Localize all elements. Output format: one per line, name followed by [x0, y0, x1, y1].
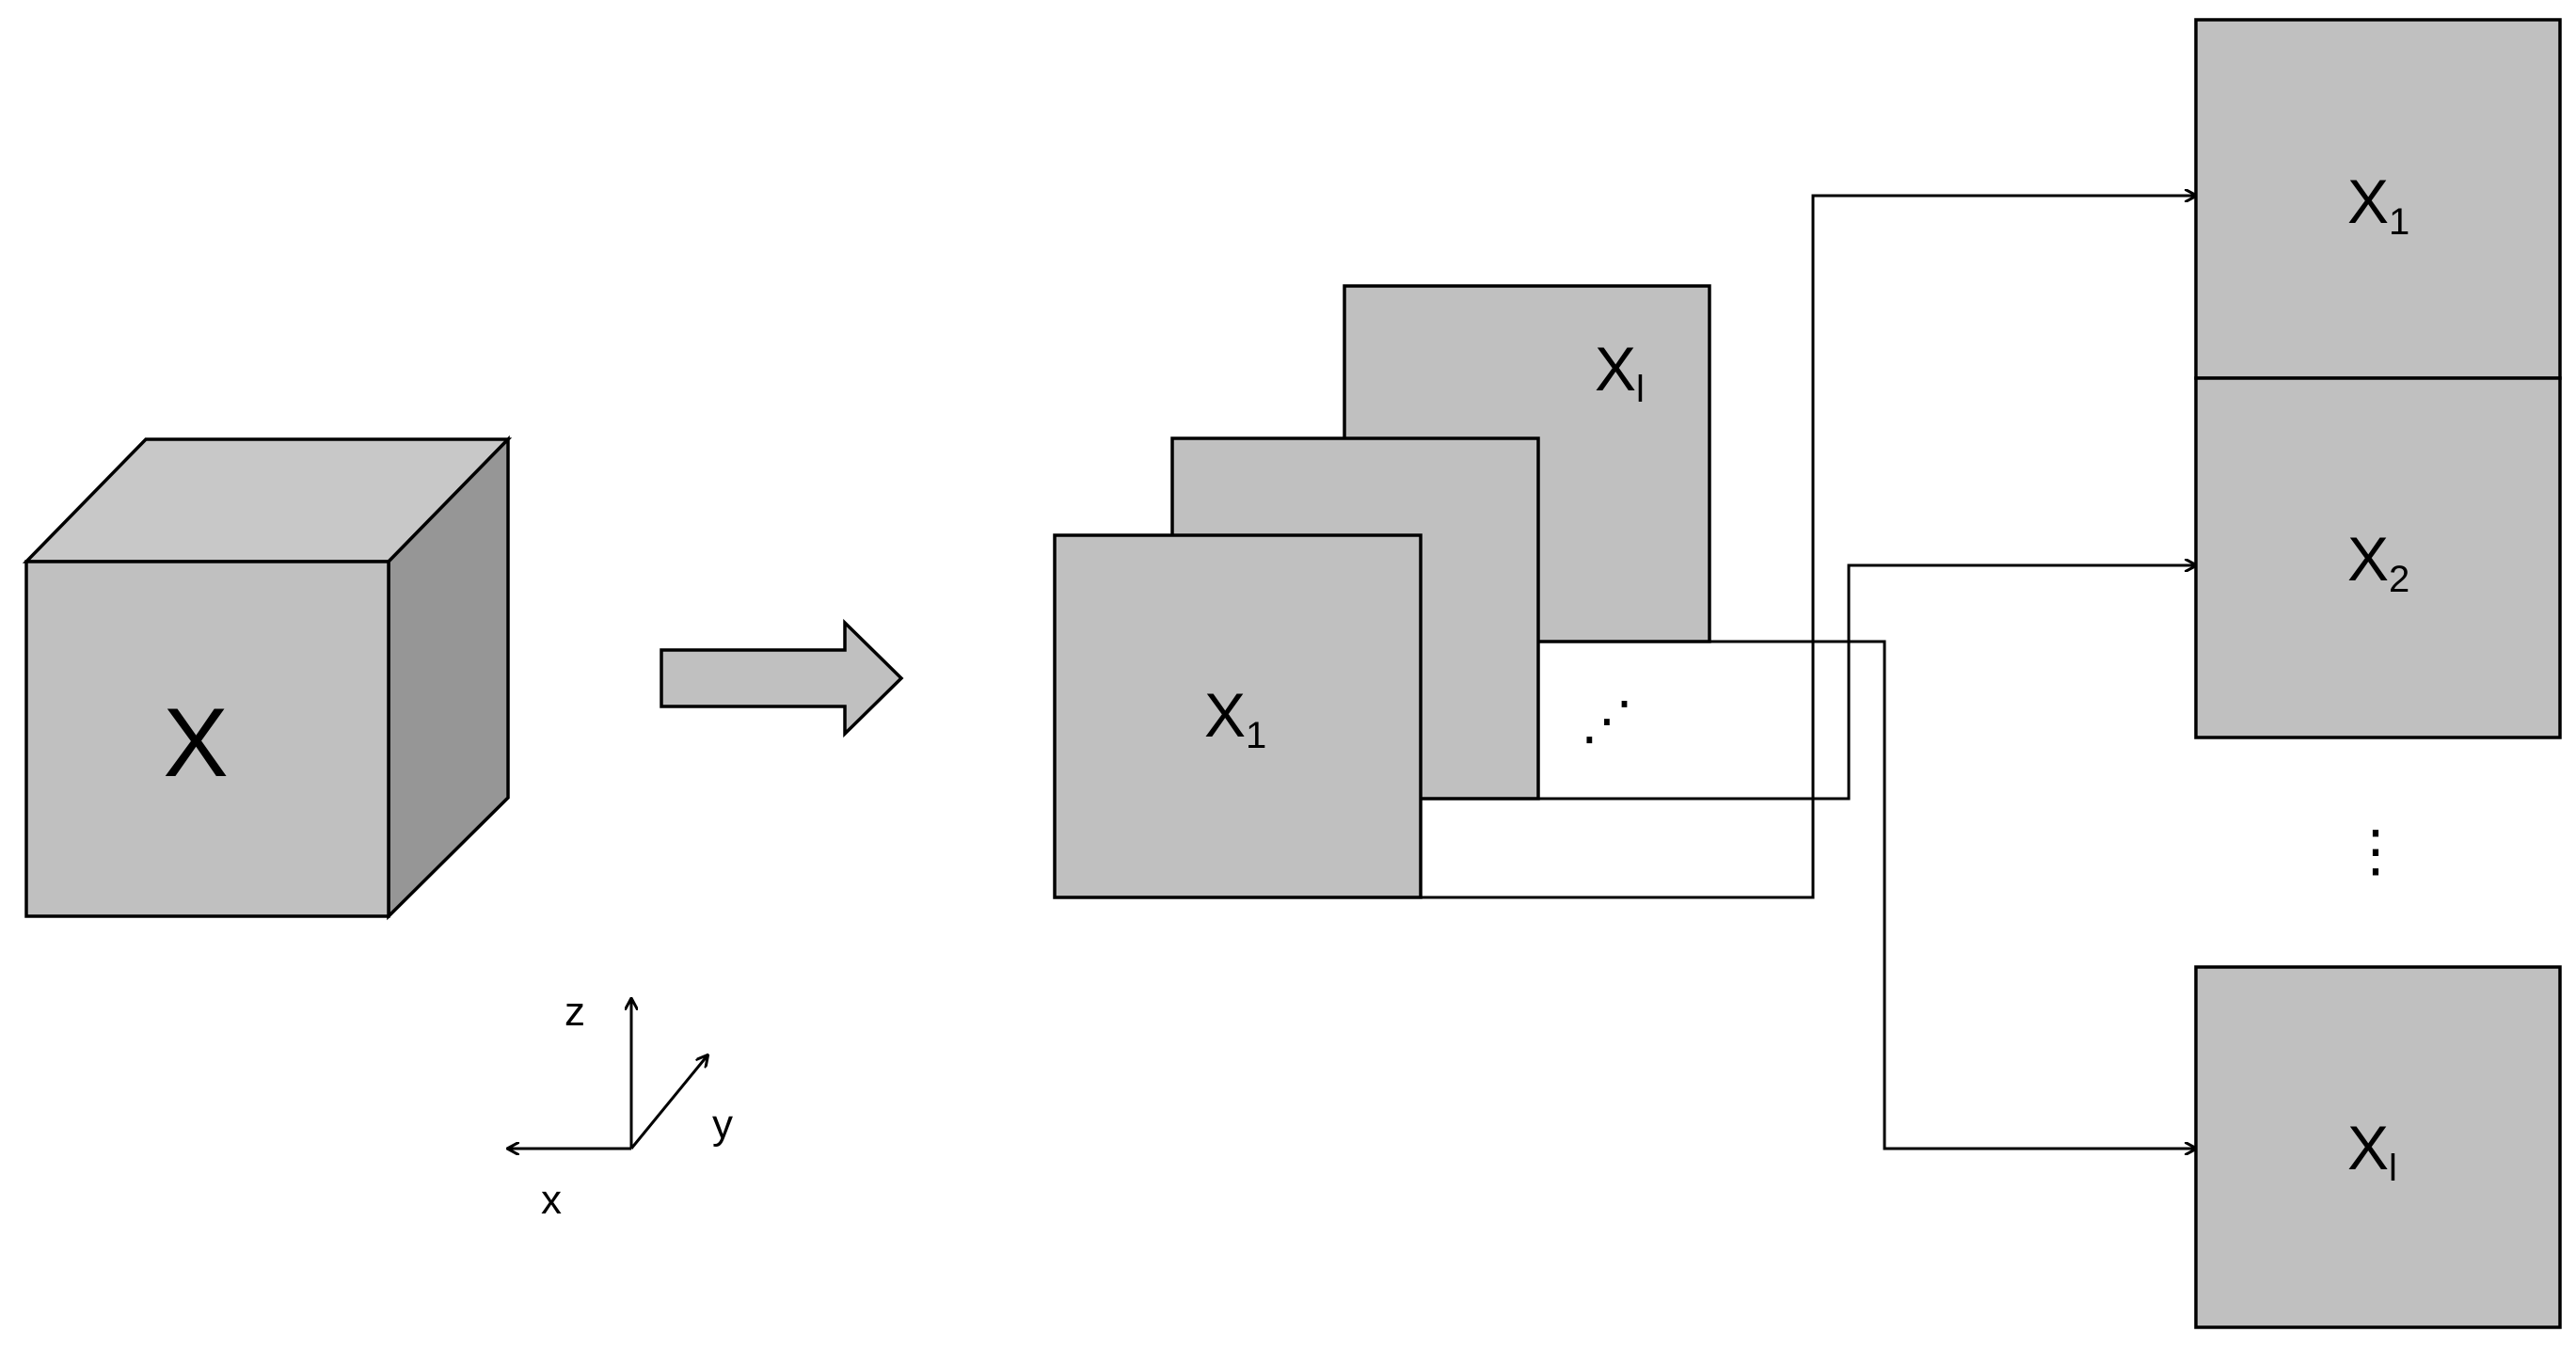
connector-to-x1	[1421, 196, 2196, 899]
cube: X	[22, 435, 513, 921]
y-axis	[629, 1055, 708, 1150]
axes-indicator: z y x	[508, 989, 733, 1223]
transform-arrow	[660, 618, 904, 738]
output-ellipsis: ⋮	[2347, 819, 2404, 882]
connector-to-xl	[1709, 640, 2196, 1149]
slice-back-label: Xl	[1595, 334, 1645, 410]
x-axis-label: x	[541, 1177, 562, 1223]
output-x2-box	[2194, 376, 2562, 739]
connectors	[1421, 196, 2196, 1149]
slice-stack: Xl X1 ⋰	[1053, 284, 1711, 899]
y-axis-label: y	[712, 1102, 733, 1148]
cube-front-face	[24, 560, 390, 918]
output-xl-box	[2194, 965, 2562, 1329]
output-column: X1 X2 ⋮ Xl	[2194, 18, 2562, 1329]
z-axis-label: z	[564, 989, 585, 1035]
output-x1-label: X1	[2347, 167, 2409, 243]
connector-to-x2	[1538, 565, 2196, 801]
slice-front-label: X1	[1204, 680, 1266, 756]
output-x2-label: X2	[2347, 524, 2409, 600]
slice-ellipsis: ⋰	[1581, 690, 1633, 750]
slice-front	[1053, 533, 1423, 899]
output-xl-label: Xl	[2347, 1113, 2397, 1189]
cube-label: X	[163, 689, 228, 798]
output-x1-box	[2194, 18, 2562, 380]
